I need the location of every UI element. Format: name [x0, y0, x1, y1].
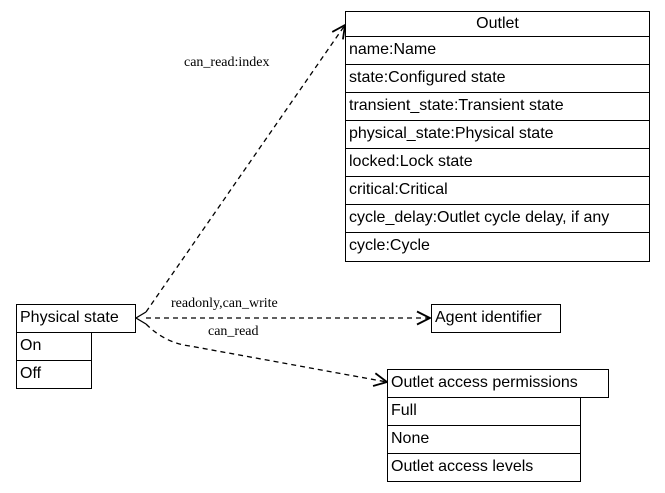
physical-state-value-on: On	[16, 332, 92, 361]
edge-label-to-outlet: can_read:index	[184, 55, 270, 70]
access-permissions-class: Outlet access permissions	[387, 369, 609, 398]
access-permissions-title: Outlet access permissions	[391, 374, 578, 391]
outlet-class: Outlet	[345, 11, 650, 37]
physical-state-class: Physical state	[16, 304, 136, 333]
physical-state-value-off: Off	[16, 360, 92, 389]
access-permissions-value-full: Full	[387, 397, 581, 426]
agent-identifier-class: Agent identifier	[431, 304, 561, 333]
agent-identifier-title: Agent identifier	[435, 309, 542, 326]
access-permissions-value-none: None	[387, 425, 581, 454]
access-permissions-value-levels: Outlet access levels	[387, 453, 581, 482]
outlet-attr-state: state:Configured state	[345, 64, 650, 93]
outlet-attr-critical: critical:Critical	[345, 176, 650, 205]
edge-label-to-agent: readonly,can_write	[171, 296, 278, 311]
edge-to-permissions	[145, 323, 387, 382]
physical-state-title: Physical state	[20, 309, 119, 326]
outlet-attr-transient-state: transient_state:Transient state	[345, 92, 650, 121]
edge-to-outlet	[145, 25, 345, 313]
arrow-tail-physical-state	[134, 311, 147, 325]
outlet-attr-cycle-delay: cycle_delay:Outlet cycle delay, if any	[345, 204, 650, 233]
outlet-attr-locked: locked:Lock state	[345, 148, 650, 177]
outlet-attr-physical-state: physical_state:Physical state	[345, 120, 650, 149]
outlet-attr-name: name:Name	[345, 36, 650, 65]
outlet-title: Outlet	[476, 15, 519, 32]
outlet-attr-cycle: cycle:Cycle	[345, 232, 650, 262]
edge-label-to-permissions: can_read	[208, 324, 259, 339]
